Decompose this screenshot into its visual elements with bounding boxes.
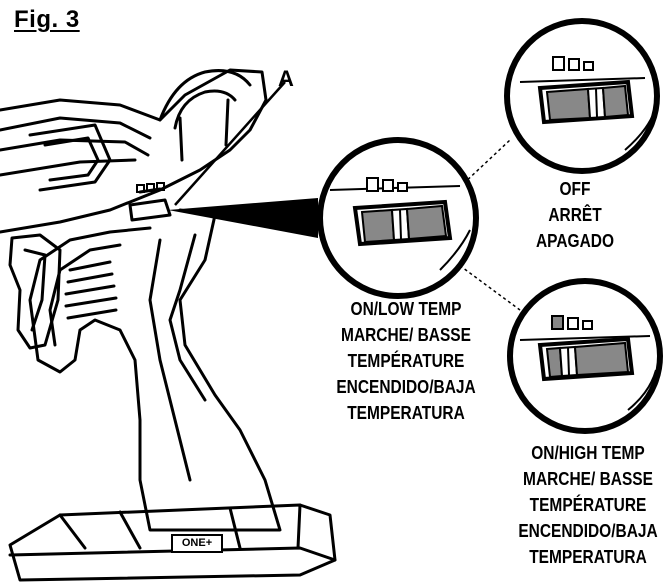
label-line: TEMPERATURA (347, 403, 465, 423)
gun-grip-outline (28, 208, 282, 532)
label-line: ARRÊT (548, 205, 602, 225)
label-line: APAGADO (536, 231, 614, 251)
battery-base (8, 503, 337, 582)
magnify-wedge (168, 198, 318, 238)
label-line: MARCHE/ BASSE (341, 325, 471, 345)
magnified-view-high (507, 278, 663, 434)
label-line: TEMPÉRATURE (529, 495, 647, 515)
label-line: MARCHE/ BASSE (523, 469, 653, 489)
gun-body-outline (0, 68, 268, 234)
label-line: ENCENDIDO/BAJA (336, 377, 476, 397)
label-line: ON/HIGH TEMP (531, 443, 645, 463)
label-line: ON/LOW TEMP (350, 299, 462, 319)
label-line: ENCENDIDO/BAJA (518, 521, 658, 541)
magnified-view-low (317, 137, 479, 299)
label-on-high: ON/HIGH TEMP MARCHE/ BASSE TEMPÉRATURE E… (502, 440, 670, 570)
magnified-view-off (504, 18, 660, 174)
trigger (8, 233, 62, 350)
brand-logo: ONE+ (181, 537, 213, 549)
figure-title: Fig. 3 (14, 6, 80, 33)
switch-on-gun (128, 198, 172, 222)
label-on-low: ON/LOW TEMP MARCHE/ BASSE TEMPÉRATURE EN… (311, 296, 500, 426)
label-line: OFF (559, 179, 591, 199)
label-off: OFF ARRÊT APAGADO (519, 176, 631, 254)
label-line: TEMPERATURA (529, 547, 647, 567)
callout-label: A (278, 66, 294, 91)
label-line: TEMPÉRATURE (347, 351, 465, 371)
